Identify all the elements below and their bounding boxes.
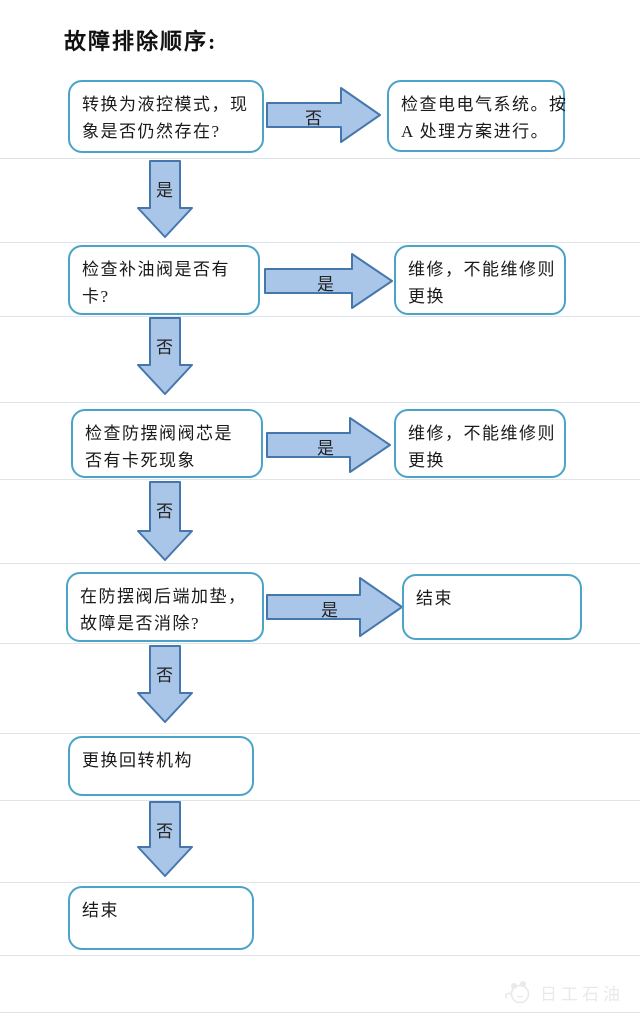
row-separator-line [0, 479, 640, 480]
flow-node-text: 故障是否消除? [80, 614, 201, 633]
right-arrow-icon [264, 253, 393, 309]
flow-node-text: 结束 [416, 589, 453, 608]
down-arrow-icon [137, 160, 193, 238]
down-arrow-icon [137, 801, 193, 877]
row-separator-line [0, 882, 640, 883]
arrow-label-yes: 是 [317, 439, 335, 458]
row-separator-line [0, 158, 640, 159]
watermark-text: 日工石油 [540, 984, 624, 1004]
flow-node-text: 否有卡死现象 [85, 451, 196, 470]
arrow-label-yes: 是 [156, 181, 174, 200]
flow-node-step4-result: 结束 [402, 574, 582, 640]
right-arrow-icon [266, 577, 403, 637]
down-arrow-icon [137, 317, 193, 395]
flow-node-step3-result: 维修，不能维修则 更换 [394, 409, 566, 478]
flow-node-text: 维修，不能维修则 [408, 424, 556, 443]
flow-node-text: 在防摆阀后端加垫， [80, 587, 247, 606]
flow-node-text: 更换回转机构 [82, 751, 193, 770]
flow-node-text: 转换为液控模式，现 [82, 95, 249, 114]
arrow-label-no: 否 [156, 338, 174, 357]
right-arrow-icon [266, 417, 391, 473]
flow-node-step2: 检查补油阀是否有 卡? [68, 245, 260, 315]
flow-node-text: 维修，不能维修则 [408, 260, 556, 279]
flow-node-step2-result: 维修，不能维修则 更换 [394, 245, 566, 315]
row-separator-line [0, 800, 640, 801]
row-separator-line [0, 316, 640, 317]
flow-node-step1-result: 检查电电气系统。按 A 处理方案进行。 [387, 80, 568, 152]
row-separator-line [0, 242, 640, 243]
arrow-label-no: 否 [156, 502, 174, 521]
down-arrow-icon [137, 645, 193, 723]
row-separator-line [0, 955, 640, 956]
flow-node-text: 卡? [82, 287, 110, 306]
flow-node-step6: 结束 [68, 886, 254, 950]
arrow-label-no: 否 [305, 109, 323, 128]
flow-node-step4: 在防摆阀后端加垫， 故障是否消除? [66, 572, 264, 642]
row-separator-line [0, 563, 640, 564]
row-separator-line [0, 733, 640, 734]
flow-node-text: 更换 [408, 287, 445, 306]
flow-node-text: 检查防摆阀阀芯是 [85, 424, 233, 443]
arrow-label-no: 否 [156, 666, 174, 685]
page-title: 故障排除顺序: [64, 29, 218, 54]
flow-node-text: 检查补油阀是否有 [82, 260, 230, 279]
flow-node-text: 更换 [408, 451, 445, 470]
arrow-label-no: 否 [156, 822, 174, 841]
row-separator-line [0, 643, 640, 644]
flow-node-text: 检查电电气系统。按 [401, 95, 568, 114]
right-arrow-icon [266, 87, 381, 143]
arrow-label-yes: 是 [321, 601, 339, 620]
row-separator-line [0, 402, 640, 403]
flow-node-step5: 更换回转机构 [68, 736, 254, 796]
arrow-label-yes: 是 [317, 275, 335, 294]
watermark: 日工石油 [502, 978, 624, 1006]
cat-logo-icon [504, 981, 530, 1004]
flow-node-step1: 转换为液控模式，现 象是否仍然存在? [68, 80, 264, 153]
down-arrow-icon [137, 481, 193, 561]
row-separator-line [0, 1012, 640, 1013]
flow-node-text: A 处理方案进行。 [401, 122, 550, 141]
flow-node-step3: 检查防摆阀阀芯是 否有卡死现象 [71, 409, 263, 478]
flow-node-text: 象是否仍然存在? [82, 122, 221, 141]
flow-node-text: 结束 [82, 901, 119, 920]
